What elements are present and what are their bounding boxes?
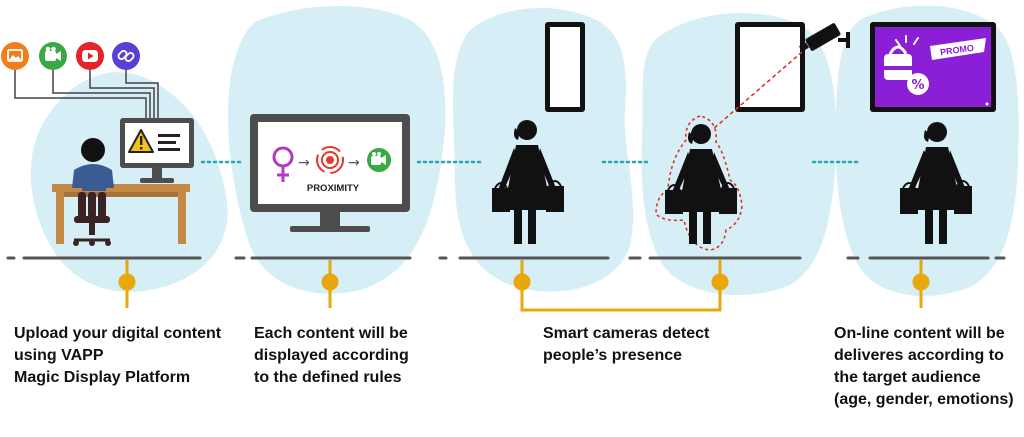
- step-4-caption: On-line content will be deliveres accord…: [834, 323, 1014, 411]
- step-marker-2: [321, 273, 339, 291]
- percent-tag-icon: %: [907, 73, 929, 95]
- shopping-bag-icon: [900, 182, 918, 214]
- step-2-caption-line: displayed according: [254, 347, 409, 364]
- proximity-label: PROXIMITY: [307, 183, 360, 194]
- detection-outline: [655, 115, 743, 251]
- camera-detection-beam: [711, 51, 803, 131]
- step-3-caption: Smart cameras detect people’s presence: [543, 323, 709, 367]
- security-camera-icon: [799, 23, 850, 52]
- step-2-caption-line: to the defined rules: [254, 369, 402, 386]
- scene-targeted-content: PROMO %: [870, 22, 996, 244]
- step-2-caption-line: Each content will be: [254, 325, 408, 342]
- video-camera-icon: [367, 148, 391, 172]
- shopping-bag-icon: [884, 45, 912, 80]
- video-camera-icon: [39, 42, 67, 70]
- step-marker-1: [118, 273, 136, 291]
- wall-display-4: [735, 22, 805, 112]
- detected-woman-with-bags: [665, 124, 737, 244]
- arrow-1: →: [298, 155, 310, 171]
- upload-cables: [14, 70, 159, 118]
- promo-ribbon: PROMO: [930, 38, 986, 60]
- scene-rules: → → PROXIMITY: [250, 114, 410, 232]
- image-icon: [1, 42, 29, 70]
- targeted-woman-with-bags: [900, 122, 972, 244]
- scene-detection: [655, 22, 850, 251]
- step-markers: [118, 260, 930, 312]
- shopping-bag-icon: [546, 180, 564, 212]
- step-marker-3a: [513, 273, 531, 291]
- step-1-caption-line: Upload your digital content: [14, 325, 222, 342]
- step-4-caption-line: deliveres according to: [834, 347, 1004, 364]
- link-icon: [112, 42, 140, 70]
- step-3-caption-line: people’s presence: [543, 347, 683, 364]
- warning-icon: [128, 129, 154, 153]
- sparkle-lines: [895, 35, 919, 47]
- step-3-caption-line: Smart cameras detect: [543, 325, 710, 342]
- step-marker-4: [912, 273, 930, 291]
- scene-upload: [1, 42, 194, 246]
- step-1-caption-line: using VAPP: [14, 347, 104, 364]
- scene-shopper: [492, 22, 585, 244]
- proximity-sensor-icon: [316, 146, 344, 174]
- person-at-desk: [72, 138, 114, 191]
- female-symbol-icon: [272, 146, 294, 182]
- step-4-caption-line: On-line content will be: [834, 325, 1005, 342]
- promo-label: PROMO: [939, 43, 974, 58]
- text-lines: [158, 134, 180, 151]
- step-1-caption-line: Magic Display Platform: [14, 369, 191, 386]
- step-2-caption: Each content will be displayed according…: [254, 323, 409, 389]
- step-marker-3b: [711, 273, 729, 291]
- percent-sign: %: [911, 78, 924, 93]
- wall-display-3: [545, 22, 585, 112]
- step-1-caption: Upload your digital content using VAPP M…: [14, 323, 221, 389]
- display-power-led: [985, 102, 989, 106]
- desk: [52, 184, 190, 244]
- shopping-bag-icon: [665, 184, 683, 214]
- youtube-icon: [76, 42, 104, 70]
- step-4-caption-line: (age, gender, emotions): [834, 391, 1014, 408]
- step-4-caption-line: the target audience: [834, 369, 981, 386]
- shopping-bag-icon: [954, 180, 972, 214]
- shopping-bag-icon: [492, 182, 510, 212]
- shopping-bag-icon: [719, 182, 737, 214]
- office-chair: [73, 192, 111, 246]
- background-blob-3: [453, 8, 634, 292]
- woman-with-bags: [492, 120, 564, 244]
- arrow-2: →: [348, 155, 360, 171]
